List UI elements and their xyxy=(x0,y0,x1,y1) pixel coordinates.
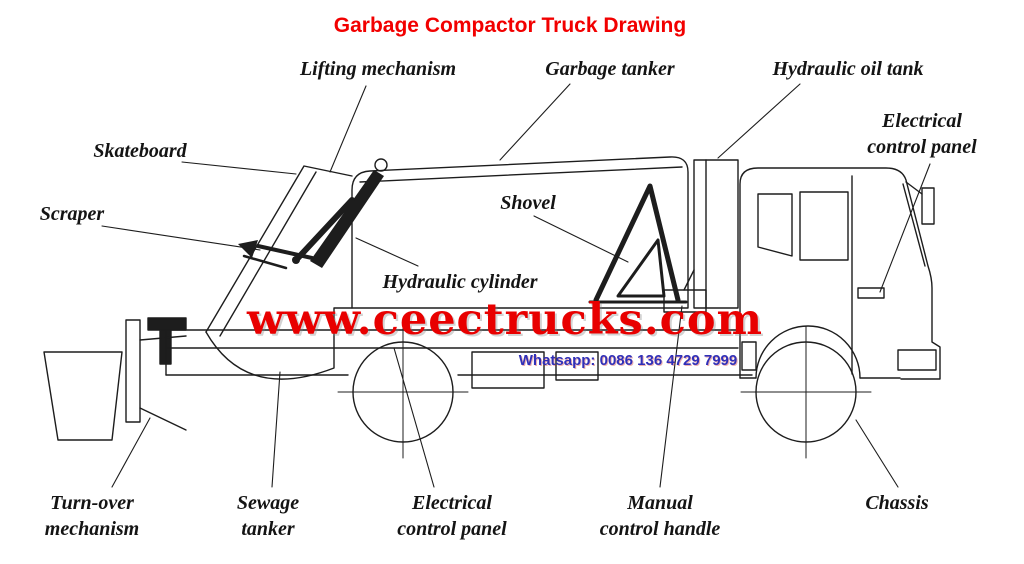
label-electrical-control-panel-top: Electrical control panel xyxy=(867,110,977,158)
label-scraper: Scraper xyxy=(39,203,105,225)
cab-part xyxy=(739,167,941,380)
manual-control-handle-part xyxy=(663,269,707,313)
leader-lines xyxy=(101,83,931,488)
label-hydraulic-cylinder: Hydraulic cylinder xyxy=(382,271,538,293)
label-hydraulic-oil-tank: Hydraulic oil tank xyxy=(772,58,924,80)
label-sewage-tanker: Sewage tanker xyxy=(236,492,300,540)
label-garbage-tanker: Garbage tanker xyxy=(545,58,675,80)
turn-over-mechanism-part xyxy=(43,317,187,441)
front-wheel xyxy=(740,325,872,459)
page-title: Garbage Compactor Truck Drawing xyxy=(333,14,687,37)
rear-compactor-part xyxy=(205,165,353,380)
label-manual-control-handle: Manual control handle xyxy=(599,492,721,540)
garbage-tanker-body xyxy=(351,156,689,309)
label-lifting-mechanism: Lifting mechanism xyxy=(299,58,457,80)
shovel-part xyxy=(588,183,688,304)
chassis-part xyxy=(165,329,901,389)
label-chassis: Chassis xyxy=(865,492,929,514)
hydraulic-oil-tank-part xyxy=(693,159,739,309)
watermark-site-text: www.ceectrucks.com xyxy=(246,295,764,345)
label-shovel: Shovel xyxy=(500,192,556,214)
watermark-whatsapp-text: Whatsapp: 0086 136 4729 7999 xyxy=(518,352,738,369)
label-skateboard: Skateboard xyxy=(93,140,187,162)
rear-wheel xyxy=(337,325,469,459)
lifting-mechanism-part xyxy=(238,158,388,270)
label-turn-over-mechanism: Turn-over mechanism xyxy=(44,492,140,540)
label-electrical-control-panel-bottom: Electrical control panel xyxy=(397,492,507,540)
